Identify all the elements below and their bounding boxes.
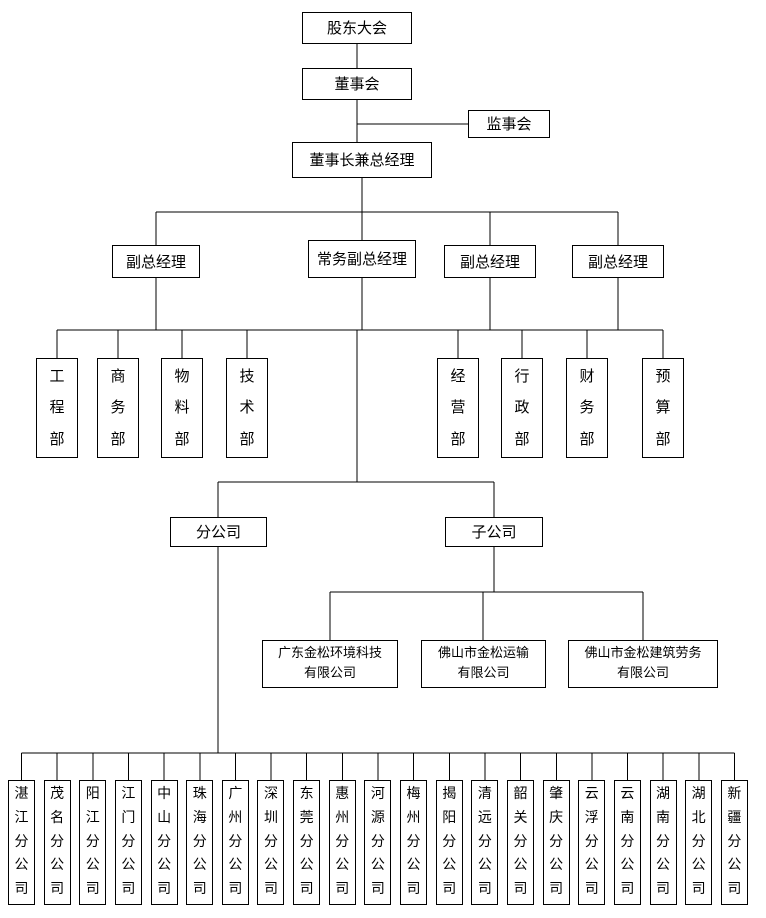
node-chairman-general-manager: 董事长兼总经理 xyxy=(292,142,432,178)
node-branch-zhaoqing: 肇庆分公司 xyxy=(542,780,570,905)
node-dept-technology: 技术部 xyxy=(226,358,268,458)
node-branch-jiangmen: 江门分公司 xyxy=(114,780,142,905)
node-branch-qingyuan: 清远分公司 xyxy=(471,780,499,905)
node-branch-dongguan: 东莞分公司 xyxy=(293,780,321,905)
node-label: 云浮分公司 xyxy=(584,786,599,898)
node-label: 梅州分公司 xyxy=(406,786,421,898)
node-branch-meizhou: 梅州分公司 xyxy=(400,780,428,905)
node-label: 常务副总经理 xyxy=(316,250,407,268)
node-subsidiary-environment-tech: 广东金松环境科技 有限公司 xyxy=(262,640,398,688)
node-branch-zhuhai: 珠海分公司 xyxy=(186,780,214,905)
node-label: 深圳分公司 xyxy=(263,786,278,898)
node-label: 湖南分公司 xyxy=(656,786,671,898)
node-label: 行政部 xyxy=(514,366,530,448)
node-label: 肇庆分公司 xyxy=(549,786,564,898)
node-branch-zhanjiang: 湛江分公司 xyxy=(8,780,35,905)
node-label: 揭阳分公司 xyxy=(442,786,457,898)
node-branch-huizhou: 惠州分公司 xyxy=(328,780,356,905)
node-label: 江门分公司 xyxy=(121,786,136,898)
node-label: 商务部 xyxy=(110,366,126,448)
node-label: 韶关分公司 xyxy=(513,786,528,898)
node-label-line2: 有限公司 xyxy=(303,666,356,681)
node-label-line2: 有限公司 xyxy=(616,666,669,681)
node-dept-finance: 财务部 xyxy=(566,358,608,458)
node-label: 经营部 xyxy=(450,366,466,448)
node-branch-companies-group: 分公司 xyxy=(170,517,267,547)
node-branch-guangzhou: 广州分公司 xyxy=(221,780,249,905)
node-subsidiary-construction-labor: 佛山市金松建筑劳务 有限公司 xyxy=(568,640,718,688)
node-dept-engineering: 工程部 xyxy=(36,358,78,458)
node-label-line2: 有限公司 xyxy=(457,666,510,681)
node-label: 预算部 xyxy=(655,366,671,448)
node-label: 东莞分公司 xyxy=(299,786,314,898)
node-label: 广州分公司 xyxy=(228,786,243,898)
node-label: 惠州分公司 xyxy=(335,786,350,898)
node-label: 财务部 xyxy=(579,366,595,448)
node-label: 副总经理 xyxy=(587,252,648,271)
node-branch-maoming: 茂名分公司 xyxy=(43,780,71,905)
node-deputy-gm-left: 副总经理 xyxy=(112,245,200,278)
node-dept-budget: 预算部 xyxy=(642,358,684,458)
node-dept-materials: 物料部 xyxy=(161,358,203,458)
node-board-of-directors: 董事会 xyxy=(302,68,412,100)
node-label: 河源分公司 xyxy=(370,786,385,898)
node-subsidiaries-group: 子公司 xyxy=(445,517,543,547)
node-branch-shenzhen: 深圳分公司 xyxy=(257,780,285,905)
node-label: 工程部 xyxy=(49,366,65,448)
node-deputy-gm-right: 副总经理 xyxy=(572,245,664,278)
node-label: 董事长兼总经理 xyxy=(309,151,415,169)
branch-companies-row: 湛江分公司 茂名分公司 阳江分公司 江门分公司 中山分公司 珠海分公司 广州分公… xyxy=(8,780,748,905)
node-branch-yunfu: 云浮分公司 xyxy=(578,780,606,905)
node-deputy-gm-mid: 副总经理 xyxy=(444,245,536,278)
node-label: 分公司 xyxy=(195,523,241,541)
node-branch-hunan: 湖南分公司 xyxy=(649,780,677,905)
node-label: 技术部 xyxy=(239,366,255,448)
node-label: 清远分公司 xyxy=(477,786,492,898)
node-label: 副总经理 xyxy=(459,252,520,271)
node-branch-shaoguan: 韶关分公司 xyxy=(506,780,534,905)
node-dept-commerce: 商务部 xyxy=(97,358,139,458)
node-branch-zhongshan: 中山分公司 xyxy=(150,780,178,905)
node-shareholders-meeting: 股东大会 xyxy=(302,12,412,44)
node-branch-yangjiang: 阳江分公司 xyxy=(79,780,107,905)
node-dept-administration: 行政部 xyxy=(501,358,543,458)
node-label: 珠海分公司 xyxy=(192,786,207,898)
node-label: 副总经理 xyxy=(125,252,186,271)
node-branch-jieyang: 揭阳分公司 xyxy=(435,780,463,905)
node-label: 阳江分公司 xyxy=(85,786,100,898)
node-branch-hubei: 湖北分公司 xyxy=(685,780,713,905)
node-label: 湛江分公司 xyxy=(14,786,29,898)
node-branch-xinjiang: 新疆分公司 xyxy=(720,780,748,905)
node-dept-operations: 经营部 xyxy=(437,358,479,458)
node-label-line1: 佛山市金松建筑劳务 xyxy=(584,645,702,661)
node-label: 董事会 xyxy=(334,75,380,93)
node-label: 新疆分公司 xyxy=(727,786,742,898)
node-subsidiary-transport: 佛山市金松运输 有限公司 xyxy=(421,640,546,688)
node-label: 物料部 xyxy=(174,366,190,448)
node-executive-deputy-gm: 常务副总经理 xyxy=(308,240,416,278)
node-label: 湖北分公司 xyxy=(691,786,706,898)
node-label-line1: 广东金松环境科技 xyxy=(277,645,382,661)
node-label: 茂名分公司 xyxy=(50,786,65,898)
node-label-line1: 佛山市金松运输 xyxy=(437,645,529,661)
node-label: 股东大会 xyxy=(326,19,387,37)
node-branch-heyuan: 河源分公司 xyxy=(364,780,392,905)
node-label: 子公司 xyxy=(471,523,517,541)
node-label: 云南分公司 xyxy=(620,786,635,898)
node-label: 中山分公司 xyxy=(157,786,172,898)
node-branch-yunnan: 云南分公司 xyxy=(613,780,641,905)
node-label: 监事会 xyxy=(486,115,532,133)
node-supervisory-board: 监事会 xyxy=(468,110,550,138)
